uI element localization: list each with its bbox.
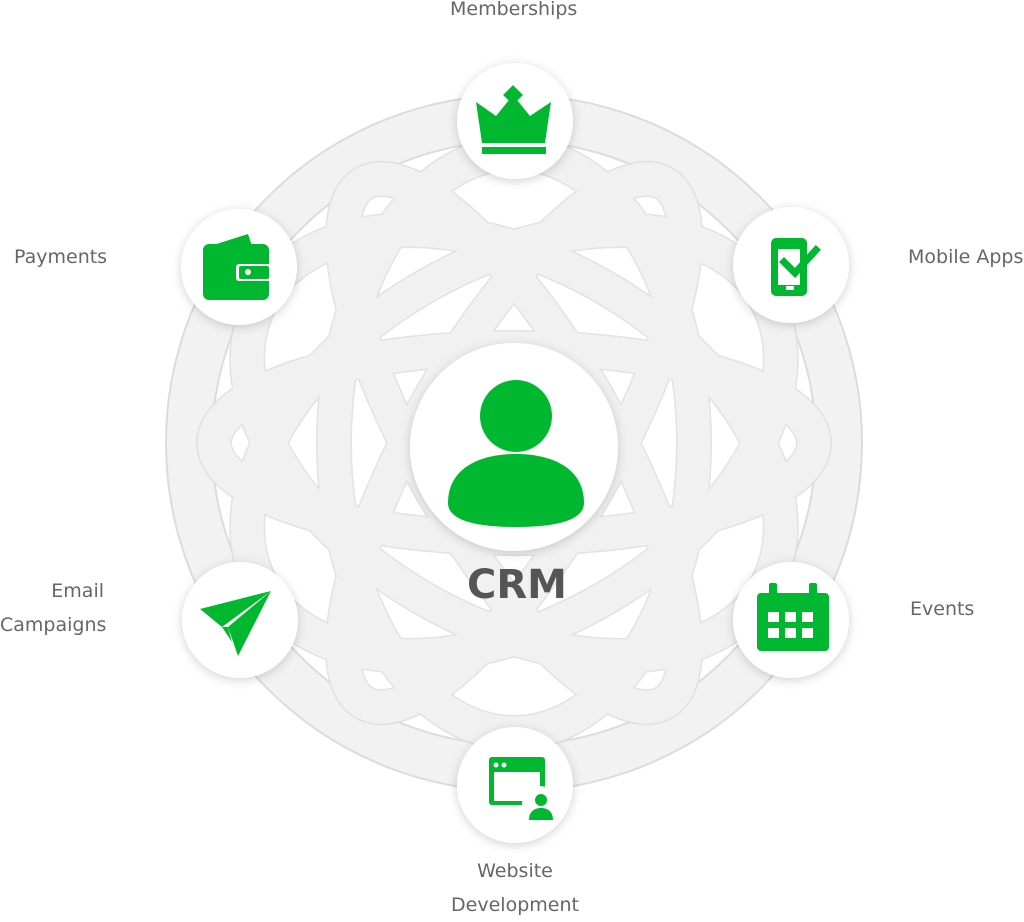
node-email-campaigns[interactable] (182, 562, 298, 678)
node-payments[interactable] (181, 209, 297, 325)
paper-plane-icon (200, 591, 271, 656)
center-node-crm (410, 343, 618, 551)
person-icon (448, 380, 584, 527)
label-memberships: Memberships (450, 0, 578, 20)
label-email-campaigns-line1: Email (51, 580, 104, 602)
center-label-crm: CRM (467, 562, 567, 608)
node-mobile-apps[interactable] (733, 207, 849, 323)
node-events[interactable] (733, 562, 849, 678)
label-events: Events (910, 598, 975, 620)
node-memberships[interactable] (457, 63, 573, 179)
mobile-check-icon (771, 238, 821, 296)
calendar-icon (757, 583, 829, 651)
wallet-icon (203, 234, 272, 300)
label-website-development-line2: Development (451, 894, 579, 916)
label-email-campaigns-line2: Campaigns (0, 614, 107, 636)
browser-user-icon (489, 757, 558, 822)
label-website-development-line1: Website (477, 860, 553, 882)
label-mobile-apps: Mobile Apps (908, 246, 1024, 268)
node-website-development[interactable] (457, 727, 573, 843)
label-payments: Payments (14, 246, 108, 268)
